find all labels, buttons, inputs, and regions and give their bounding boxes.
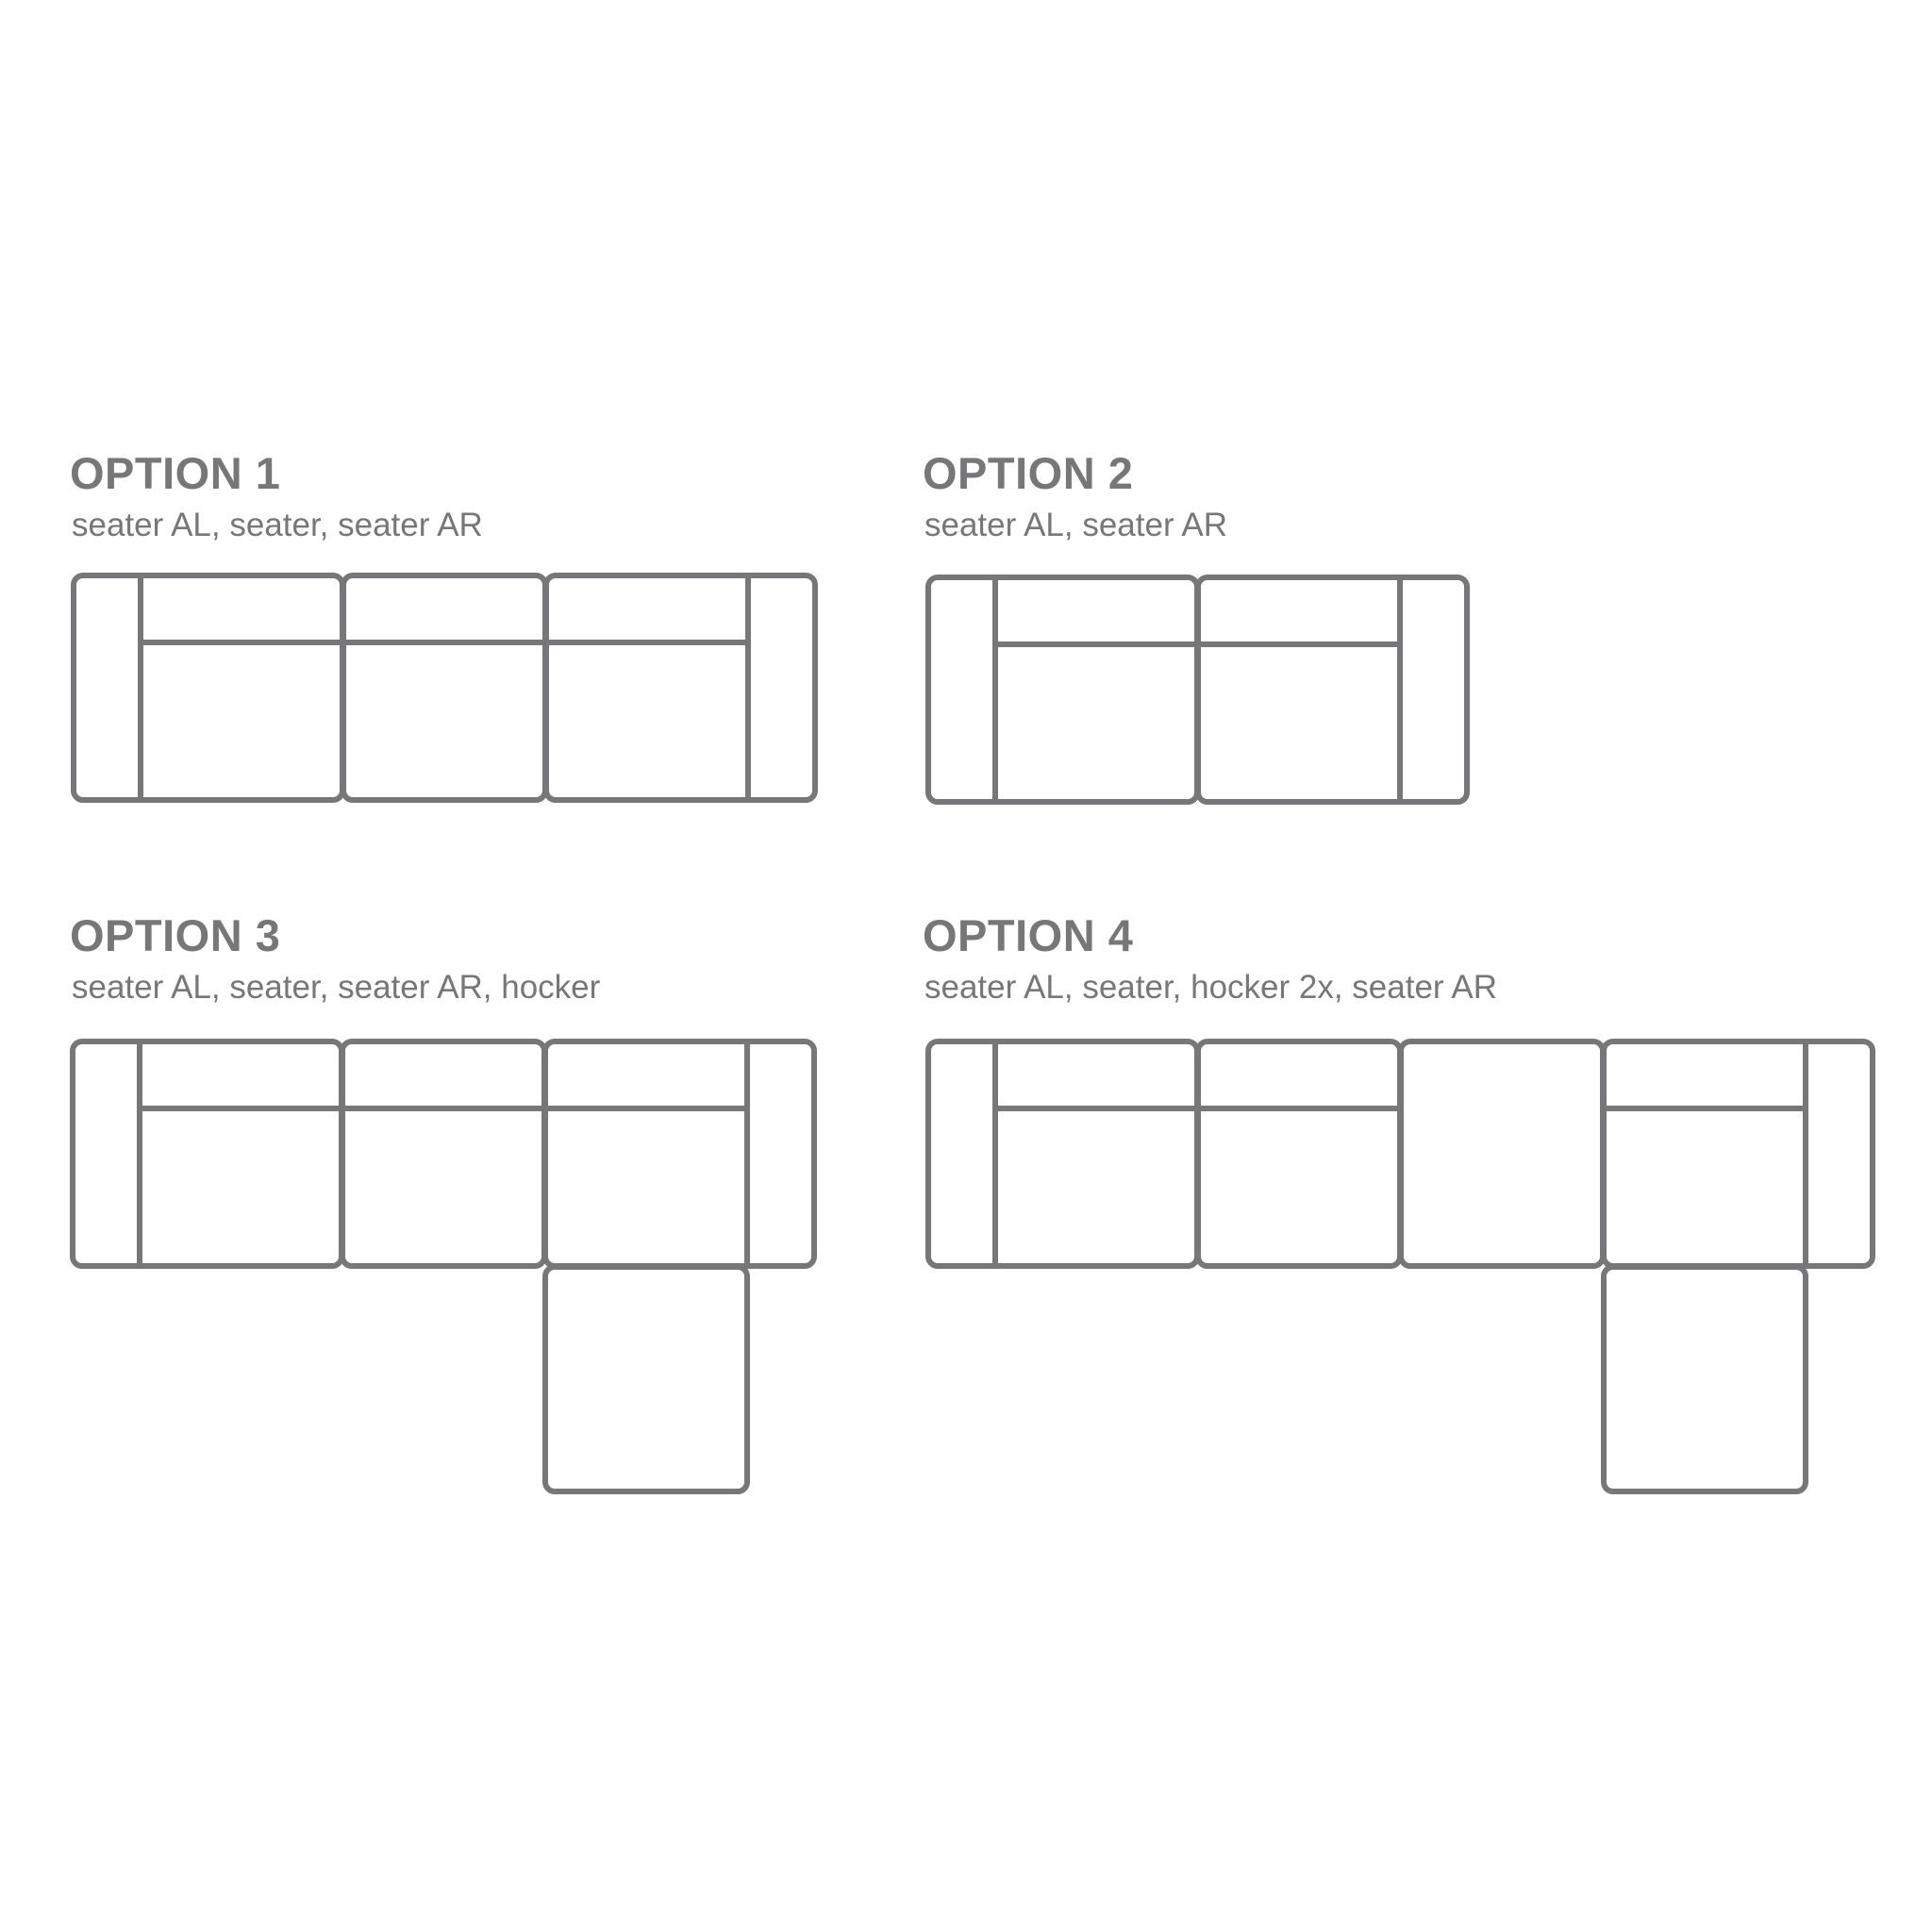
seater-al-module bbox=[925, 575, 1200, 805]
option-4-title: OPTION 4 bbox=[923, 910, 1134, 960]
option-4-layout bbox=[925, 1039, 1875, 1494]
seater-module bbox=[340, 1039, 547, 1269]
seater-ar-module bbox=[542, 1039, 817, 1269]
option-2-title: OPTION 2 bbox=[923, 448, 1134, 498]
option-3-title: OPTION 3 bbox=[70, 910, 281, 960]
option-1-layout bbox=[71, 573, 818, 803]
hocker-module bbox=[1398, 1039, 1606, 1269]
seater-al-module bbox=[925, 1039, 1200, 1269]
option-4-description: seater AL, seater, hocker 2x, seater AR bbox=[924, 969, 1497, 1006]
seater-ar-module bbox=[1195, 575, 1470, 805]
option-1-description: seater AL, seater, seater AR bbox=[72, 507, 483, 543]
seater-ar-module bbox=[543, 573, 818, 803]
option-1-title: OPTION 1 bbox=[70, 448, 281, 498]
option-3-description: seater AL, seater, seater AR, hocker bbox=[72, 969, 601, 1006]
seater-module bbox=[341, 573, 548, 803]
option-3-layout bbox=[70, 1039, 817, 1494]
seater-al-module bbox=[71, 573, 345, 803]
option-1-label: OPTION 1 seater AL, seater, seater AR bbox=[70, 451, 483, 541]
option-2-label: OPTION 2 seater AL, seater AR bbox=[923, 451, 1227, 541]
option-4-label: OPTION 4 seater AL, seater, hocker 2x, s… bbox=[923, 913, 1497, 1004]
seater-module bbox=[1195, 1039, 1403, 1269]
seater-ar-module bbox=[1601, 1039, 1875, 1269]
option-2-description: seater AL, seater AR bbox=[924, 507, 1228, 543]
hocker-module bbox=[542, 1264, 750, 1494]
option-3-label: OPTION 3 seater AL, seater, seater AR, h… bbox=[70, 913, 600, 1004]
option-2-layout bbox=[925, 575, 1470, 805]
hocker-module bbox=[1601, 1264, 1808, 1494]
seater-al-module bbox=[70, 1039, 344, 1269]
